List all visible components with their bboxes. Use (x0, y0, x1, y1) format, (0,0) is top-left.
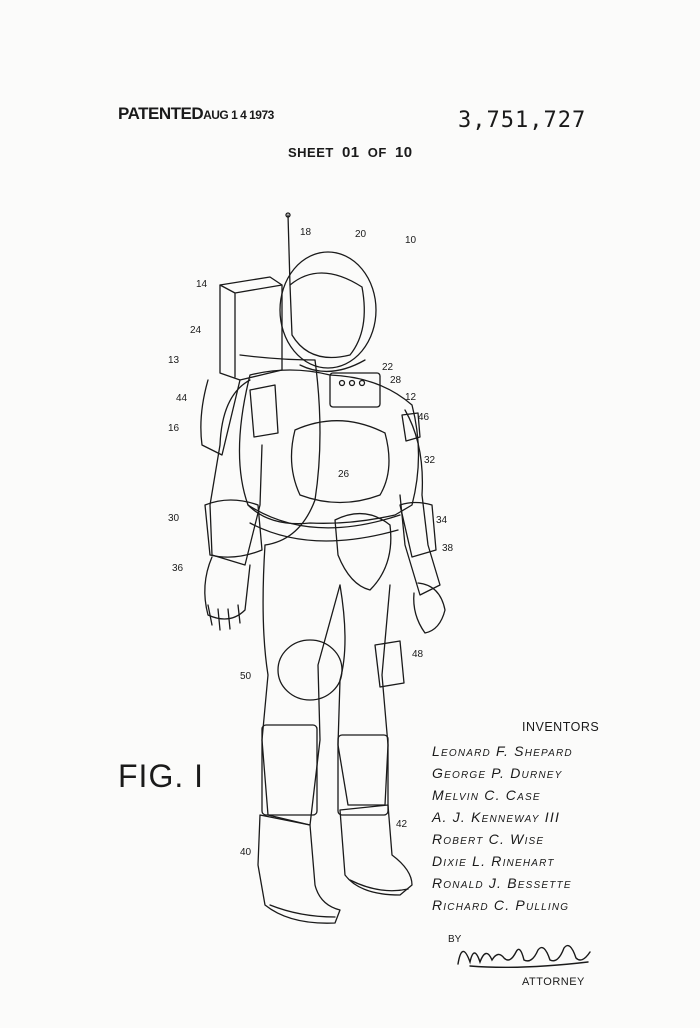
patented-date: AUG 1 4 1973 (203, 108, 274, 122)
torso (238, 369, 420, 525)
ref-16: 16 (168, 423, 180, 434)
right-shin (337, 734, 389, 816)
right-boot (339, 804, 413, 896)
knee-pad (277, 639, 343, 701)
helmet-neck-ring (299, 359, 366, 373)
antenna-tip (285, 212, 291, 218)
backpack-lower (200, 379, 241, 456)
ref-32: 32 (424, 455, 436, 466)
patented-label: PATENTEDAUG 1 4 1973 (118, 104, 274, 123)
ref-48: 48 (412, 649, 424, 660)
ref-38: 38 (442, 543, 454, 554)
backpack-edge (219, 284, 283, 378)
inventor-name: George P. Durney (432, 765, 563, 781)
patent-number: 3,751,727 (458, 108, 587, 133)
inventor-name: Ronald J. Bessette (432, 875, 572, 891)
backpack (219, 276, 283, 381)
right-arm (399, 409, 441, 596)
ref-28: 28 (390, 375, 402, 386)
ref-44: 44 (176, 393, 188, 404)
ref-42: 42 (396, 819, 408, 830)
chest-panel (290, 420, 390, 504)
right-cuff (399, 501, 437, 558)
inventor-name: A. J. Kenneway III (432, 809, 561, 825)
crotch-panel (334, 513, 392, 591)
left-boot (257, 814, 341, 924)
waist-ring (247, 504, 401, 529)
ref-14: 14 (196, 279, 208, 290)
ref-12: 12 (405, 392, 417, 403)
ref-10: 10 (405, 235, 417, 246)
sheet-indicator: SHEET 01 OF 10 (288, 144, 417, 161)
ref-46: 46 (418, 412, 430, 423)
right-leg (337, 584, 391, 806)
boot-soles (269, 879, 409, 918)
by-label: BY (448, 934, 462, 945)
ref-26: 26 (338, 469, 350, 480)
inventor-name: Robert C. Wise (432, 831, 545, 847)
helmet (279, 251, 377, 369)
ref-36: 36 (172, 563, 184, 574)
right-glove (413, 582, 446, 634)
ref-24: 24 (190, 325, 202, 336)
ref-20: 20 (355, 229, 367, 240)
ref-18: 18 (300, 227, 312, 238)
left-leg (261, 544, 341, 826)
inventor-name: Richard C. Pulling (432, 897, 570, 913)
attorney-signature (457, 944, 591, 969)
left-glove (204, 556, 251, 620)
ref-13: 13 (168, 355, 180, 366)
thigh-pocket (374, 640, 405, 688)
ref-30: 30 (168, 513, 180, 524)
hose (239, 354, 321, 546)
arm-pocket-right (401, 412, 421, 442)
sheet-of: OF (367, 145, 387, 160)
inventor-name: Leonard F. Shepard (432, 743, 573, 759)
ref-40: 40 (240, 847, 252, 858)
left-cuff (204, 499, 263, 558)
antenna (287, 214, 291, 286)
sheet-total: 10 (394, 144, 413, 161)
inventor-name: Dixie L. Rinehart (432, 853, 555, 869)
sheet-number: 01 (341, 144, 360, 161)
ref-34: 34 (436, 515, 448, 526)
inventors-list: Leonard F. Shepard George P. Durney Melv… (432, 740, 573, 916)
left-arm (209, 379, 263, 566)
control-unit (329, 372, 381, 408)
helmet-visor (289, 272, 365, 359)
ref-22: 22 (382, 362, 394, 373)
spacesuit-drawing: 18 20 10 14 24 13 22 28 12 44 46 16 32 2… (168, 212, 454, 924)
arm-pocket-left (249, 384, 279, 438)
inventors-heading: INVENTORS (522, 720, 600, 734)
figure-label: FIG. I (118, 758, 204, 794)
left-shin (261, 724, 318, 816)
attorney-label: ATTORNEY (522, 976, 585, 988)
sheet-label: SHEET (288, 145, 334, 160)
inventor-name: Melvin C. Case (432, 787, 541, 803)
ref-50: 50 (240, 671, 252, 682)
